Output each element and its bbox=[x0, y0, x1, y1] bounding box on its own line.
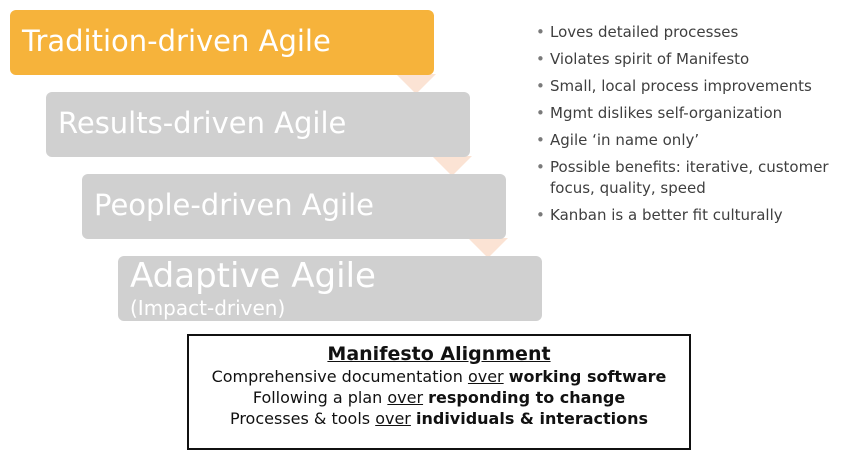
characteristics-list: Loves detailed processes Violates spirit… bbox=[536, 22, 862, 232]
alignment-right: responding to change bbox=[428, 388, 626, 407]
list-item: Small, local process improvements bbox=[536, 76, 862, 97]
stage-label: Adaptive Agile bbox=[130, 256, 376, 296]
down-arrow-icon bbox=[468, 224, 508, 258]
alignment-row: Comprehensive documentation over working… bbox=[189, 367, 689, 386]
stage-label: People-driven Agile bbox=[94, 188, 375, 222]
list-item: Mgmt dislikes self-organization bbox=[536, 103, 862, 124]
alignment-left: Comprehensive documentation bbox=[211, 367, 463, 386]
list-item: Agile ‘in name only’ bbox=[536, 130, 862, 151]
alignment-left: Following a plan bbox=[252, 388, 383, 407]
list-item: Possible benefits: iterative, customer f… bbox=[536, 157, 862, 199]
alignment-title: Manifesto Alignment bbox=[327, 343, 551, 365]
stage-label: Tradition-driven Agile bbox=[22, 24, 331, 58]
stage-results-driven: Results-driven Agile bbox=[46, 92, 470, 157]
stage-tradition-driven: Tradition-driven Agile bbox=[10, 10, 434, 75]
stage-label: Results-driven Agile bbox=[58, 106, 347, 140]
manifesto-alignment-box: Manifesto Alignment Comprehensive docume… bbox=[187, 334, 691, 450]
alignment-left: Processes & tools bbox=[229, 409, 371, 428]
alignment-row: Processes & tools over individuals & int… bbox=[189, 409, 689, 428]
alignment-row: Following a plan over responding to chan… bbox=[189, 388, 689, 407]
stage-sublabel: (Impact-driven) bbox=[130, 296, 286, 320]
alignment-over: over bbox=[387, 388, 424, 407]
alignment-right: individuals & interactions bbox=[415, 409, 649, 428]
stage-adaptive: Adaptive Agile (Impact-driven) bbox=[118, 256, 542, 321]
alignment-over: over bbox=[375, 409, 411, 428]
down-arrow-icon bbox=[432, 142, 472, 176]
down-arrow-icon bbox=[396, 60, 436, 94]
alignment-right: working software bbox=[508, 367, 667, 386]
stage-people-driven: People-driven Agile bbox=[82, 174, 506, 239]
list-item: Violates spirit of Manifesto bbox=[536, 49, 862, 70]
list-item: Loves detailed processes bbox=[536, 22, 862, 43]
alignment-over: over bbox=[467, 367, 504, 386]
list-item: Kanban is a better fit culturally bbox=[536, 205, 862, 226]
